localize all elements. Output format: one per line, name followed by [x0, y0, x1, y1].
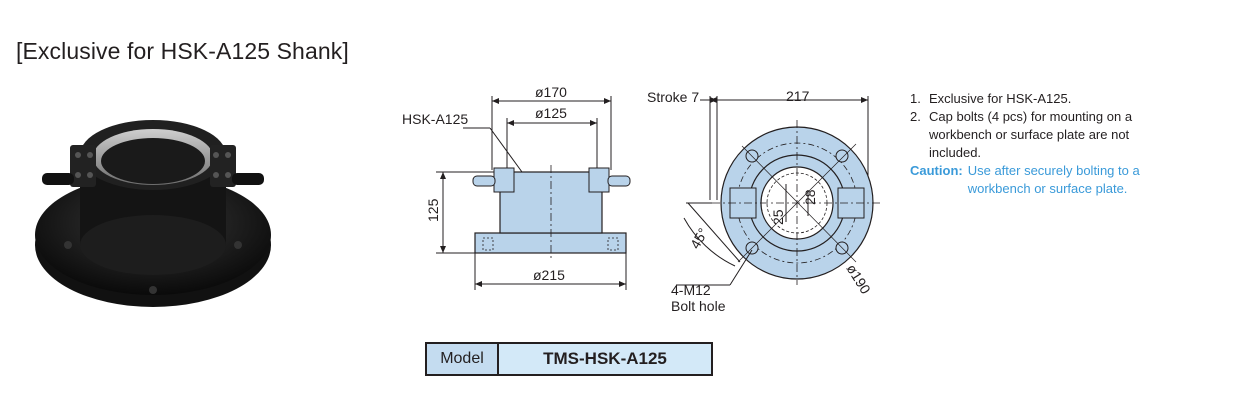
dim-inner-top: ø125 — [535, 105, 567, 121]
caution-text: Use after securely bolting to a workbenc… — [967, 163, 1140, 196]
side-view-body — [472, 165, 631, 258]
note-text: Exclusive for HSK-A125. — [929, 91, 1072, 106]
width-label: 217 — [786, 88, 810, 104]
top-view-annotations — [676, 184, 809, 286]
bolt-label-2: Bolt hole — [671, 298, 726, 314]
dim-height: 125 — [425, 198, 441, 222]
bolt-label-1: 4-M12 — [671, 282, 711, 298]
dim-25: 25 — [770, 209, 786, 225]
note-number: 2. — [910, 109, 921, 124]
note-item: 2. Cap bolts (4 pcs) for mounting on a w… — [910, 108, 1210, 162]
model-table: Model TMS-HSK-A125 — [425, 342, 713, 376]
dim-base: ø215 — [533, 267, 565, 283]
hsk-callout: HSK-A125 — [402, 111, 468, 127]
note-item: 1. Exclusive for HSK-A125. — [910, 90, 1210, 108]
dim-outer-top: ø170 — [535, 84, 567, 100]
top-view-body — [712, 120, 882, 285]
model-value: TMS-HSK-A125 — [499, 344, 711, 374]
pcd-label: ø190 — [843, 261, 874, 297]
dim-28: 28 — [802, 189, 818, 205]
caution-label: Caution: — [910, 163, 963, 178]
model-label: Model — [427, 344, 499, 374]
technical-drawings: ø170 ø125 HSK-A125 125 ø215 — [402, 84, 882, 314]
stroke-label: Stroke 7 — [647, 89, 699, 105]
product-photo — [35, 120, 271, 307]
page-title: [Exclusive for HSK-A125 Shank] — [16, 38, 349, 64]
note-text: Cap bolts (4 pcs) for mounting on a work… — [929, 109, 1133, 160]
caution-note: Caution: Use after securely bolting to a… — [910, 162, 1210, 198]
notes: 1. Exclusive for HSK-A125. 2. Cap bolts … — [910, 90, 1210, 198]
note-number: 1. — [910, 91, 921, 106]
side-view — [436, 96, 627, 290]
